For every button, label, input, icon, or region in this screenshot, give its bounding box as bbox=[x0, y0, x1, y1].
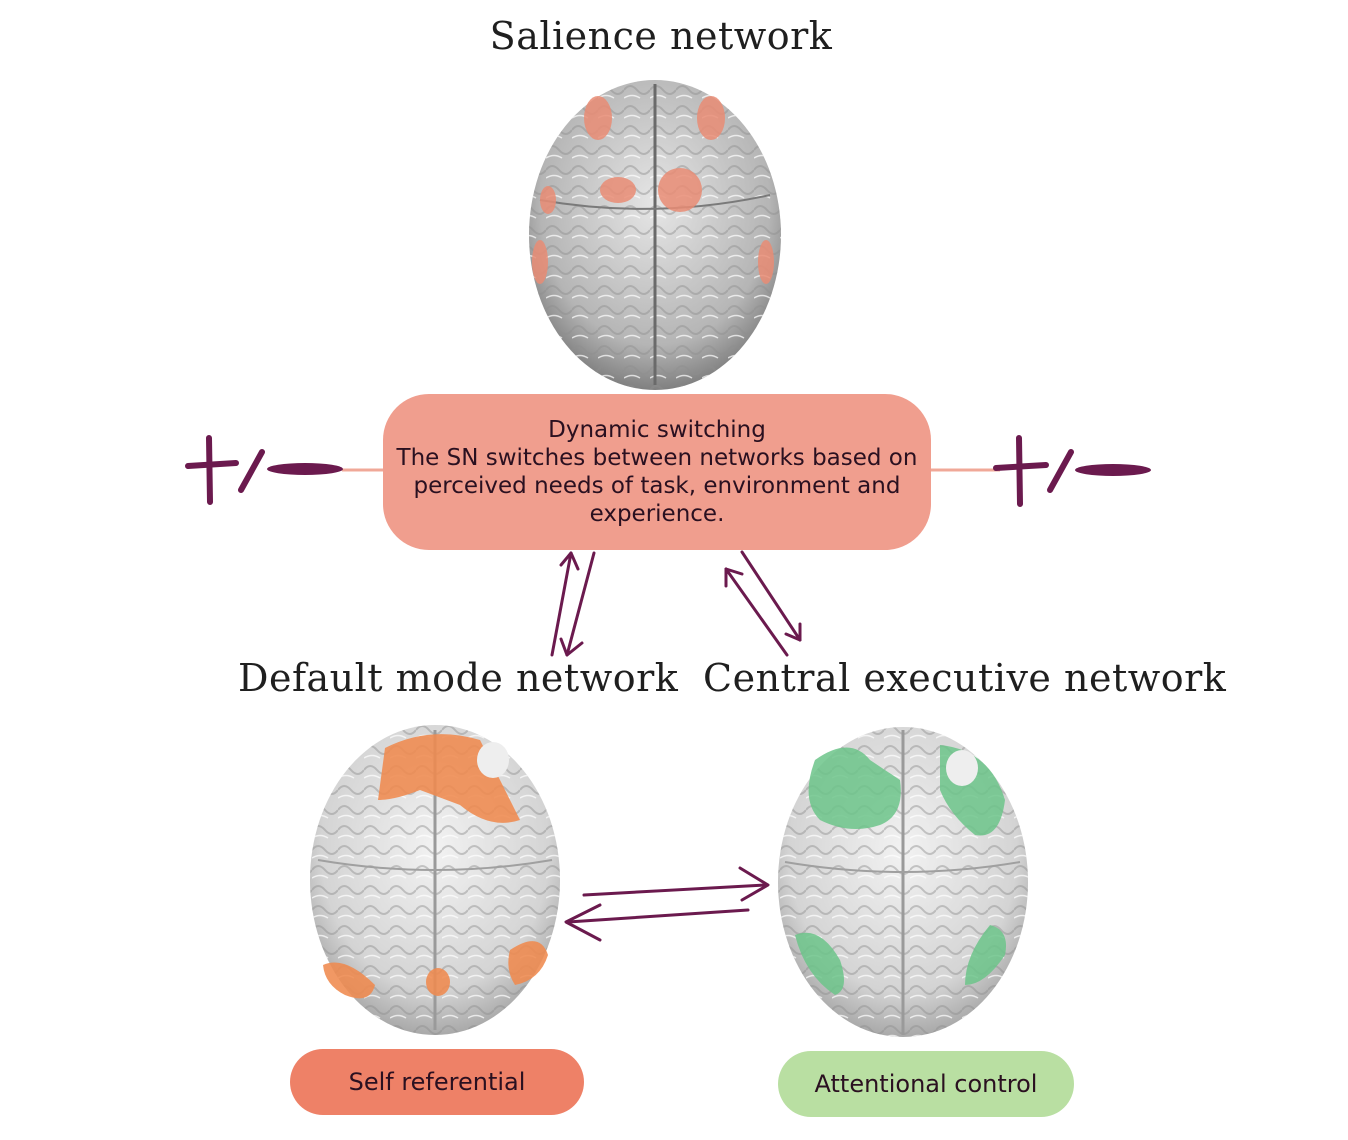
central-executive-network-title: Central executive network bbox=[703, 656, 1227, 700]
plus-minus-icon-left bbox=[185, 435, 343, 505]
dynamic-switching-line-3: experience. bbox=[589, 501, 725, 527]
salience-network-title: Salience network bbox=[489, 14, 833, 58]
salience-brain-image bbox=[529, 80, 781, 390]
cen-brain-image bbox=[778, 727, 1028, 1037]
attentional-control-label: Attentional control bbox=[778, 1051, 1074, 1117]
dynamic-switching-box: Dynamic switching The SN switches betwee… bbox=[383, 394, 931, 550]
dynamic-switching-line-1: The SN switches between networks based o… bbox=[396, 445, 918, 471]
arrows-dmn-cen-icon bbox=[564, 866, 770, 942]
dynamic-switching-line-2: perceived needs of task, environment and bbox=[413, 473, 901, 499]
plus-minus-icon-right bbox=[993, 435, 1151, 507]
arrows-sn-cen-icon bbox=[724, 550, 802, 657]
default-mode-network-title: Default mode network bbox=[238, 656, 679, 700]
dynamic-switching-heading: Dynamic switching bbox=[548, 417, 766, 443]
arrows-sn-dmn-icon bbox=[550, 551, 596, 657]
self-referential-label: Self referential bbox=[290, 1049, 584, 1115]
dmn-brain-image bbox=[310, 725, 560, 1035]
